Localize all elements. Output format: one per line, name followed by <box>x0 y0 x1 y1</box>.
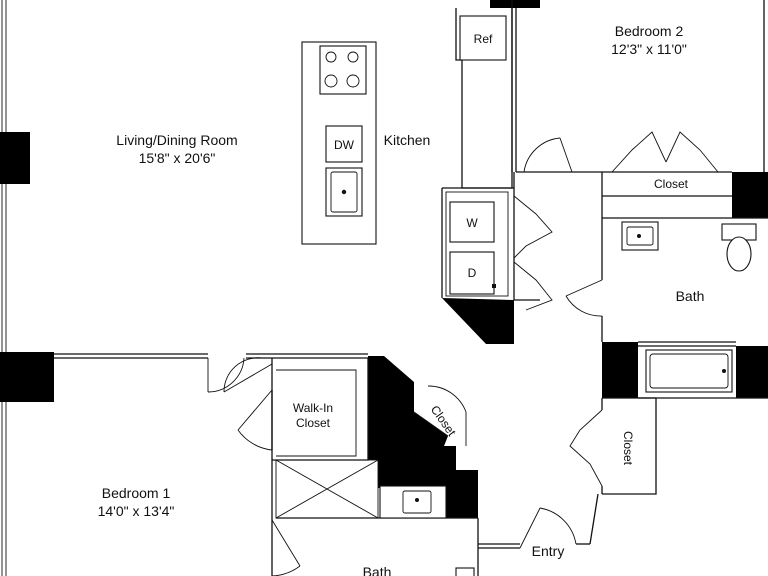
right-closet-label: Closet <box>621 431 635 466</box>
washer-label: W <box>466 216 478 230</box>
doors <box>207 131 719 576</box>
bedroom1-name: Bedroom 1 <box>102 485 171 501</box>
lower-bath-fixtures <box>379 485 475 576</box>
entry-label: Entry <box>532 543 565 559</box>
structural-walls <box>0 0 768 518</box>
living-room-dims: 15'8" x 20'6" <box>139 150 216 166</box>
main-bath-name: Bath <box>676 288 705 304</box>
kitchen-island <box>301 41 377 245</box>
bedroom2-closet-label: Closet <box>654 177 689 191</box>
walkin-closet-line2: Closet <box>296 416 331 430</box>
kitchen-name: Kitchen <box>384 132 431 148</box>
dishwasher-label: DW <box>334 138 355 152</box>
bedroom2-dims: 12'3" x 11'0" <box>611 41 687 57</box>
dryer-label: D <box>468 266 477 280</box>
lower-bath-name: Bath <box>363 564 392 576</box>
living-room-name: Living/Dining Room <box>116 132 237 148</box>
bedroom1-dims: 14'0" x 13'4" <box>98 503 175 519</box>
main-bath-fixtures <box>621 221 757 393</box>
bedroom2-name: Bedroom 2 <box>615 23 684 39</box>
walkin-closet-line1: Walk-In <box>293 401 333 415</box>
appliances <box>449 15 507 295</box>
refrigerator-label: Ref <box>474 32 493 46</box>
